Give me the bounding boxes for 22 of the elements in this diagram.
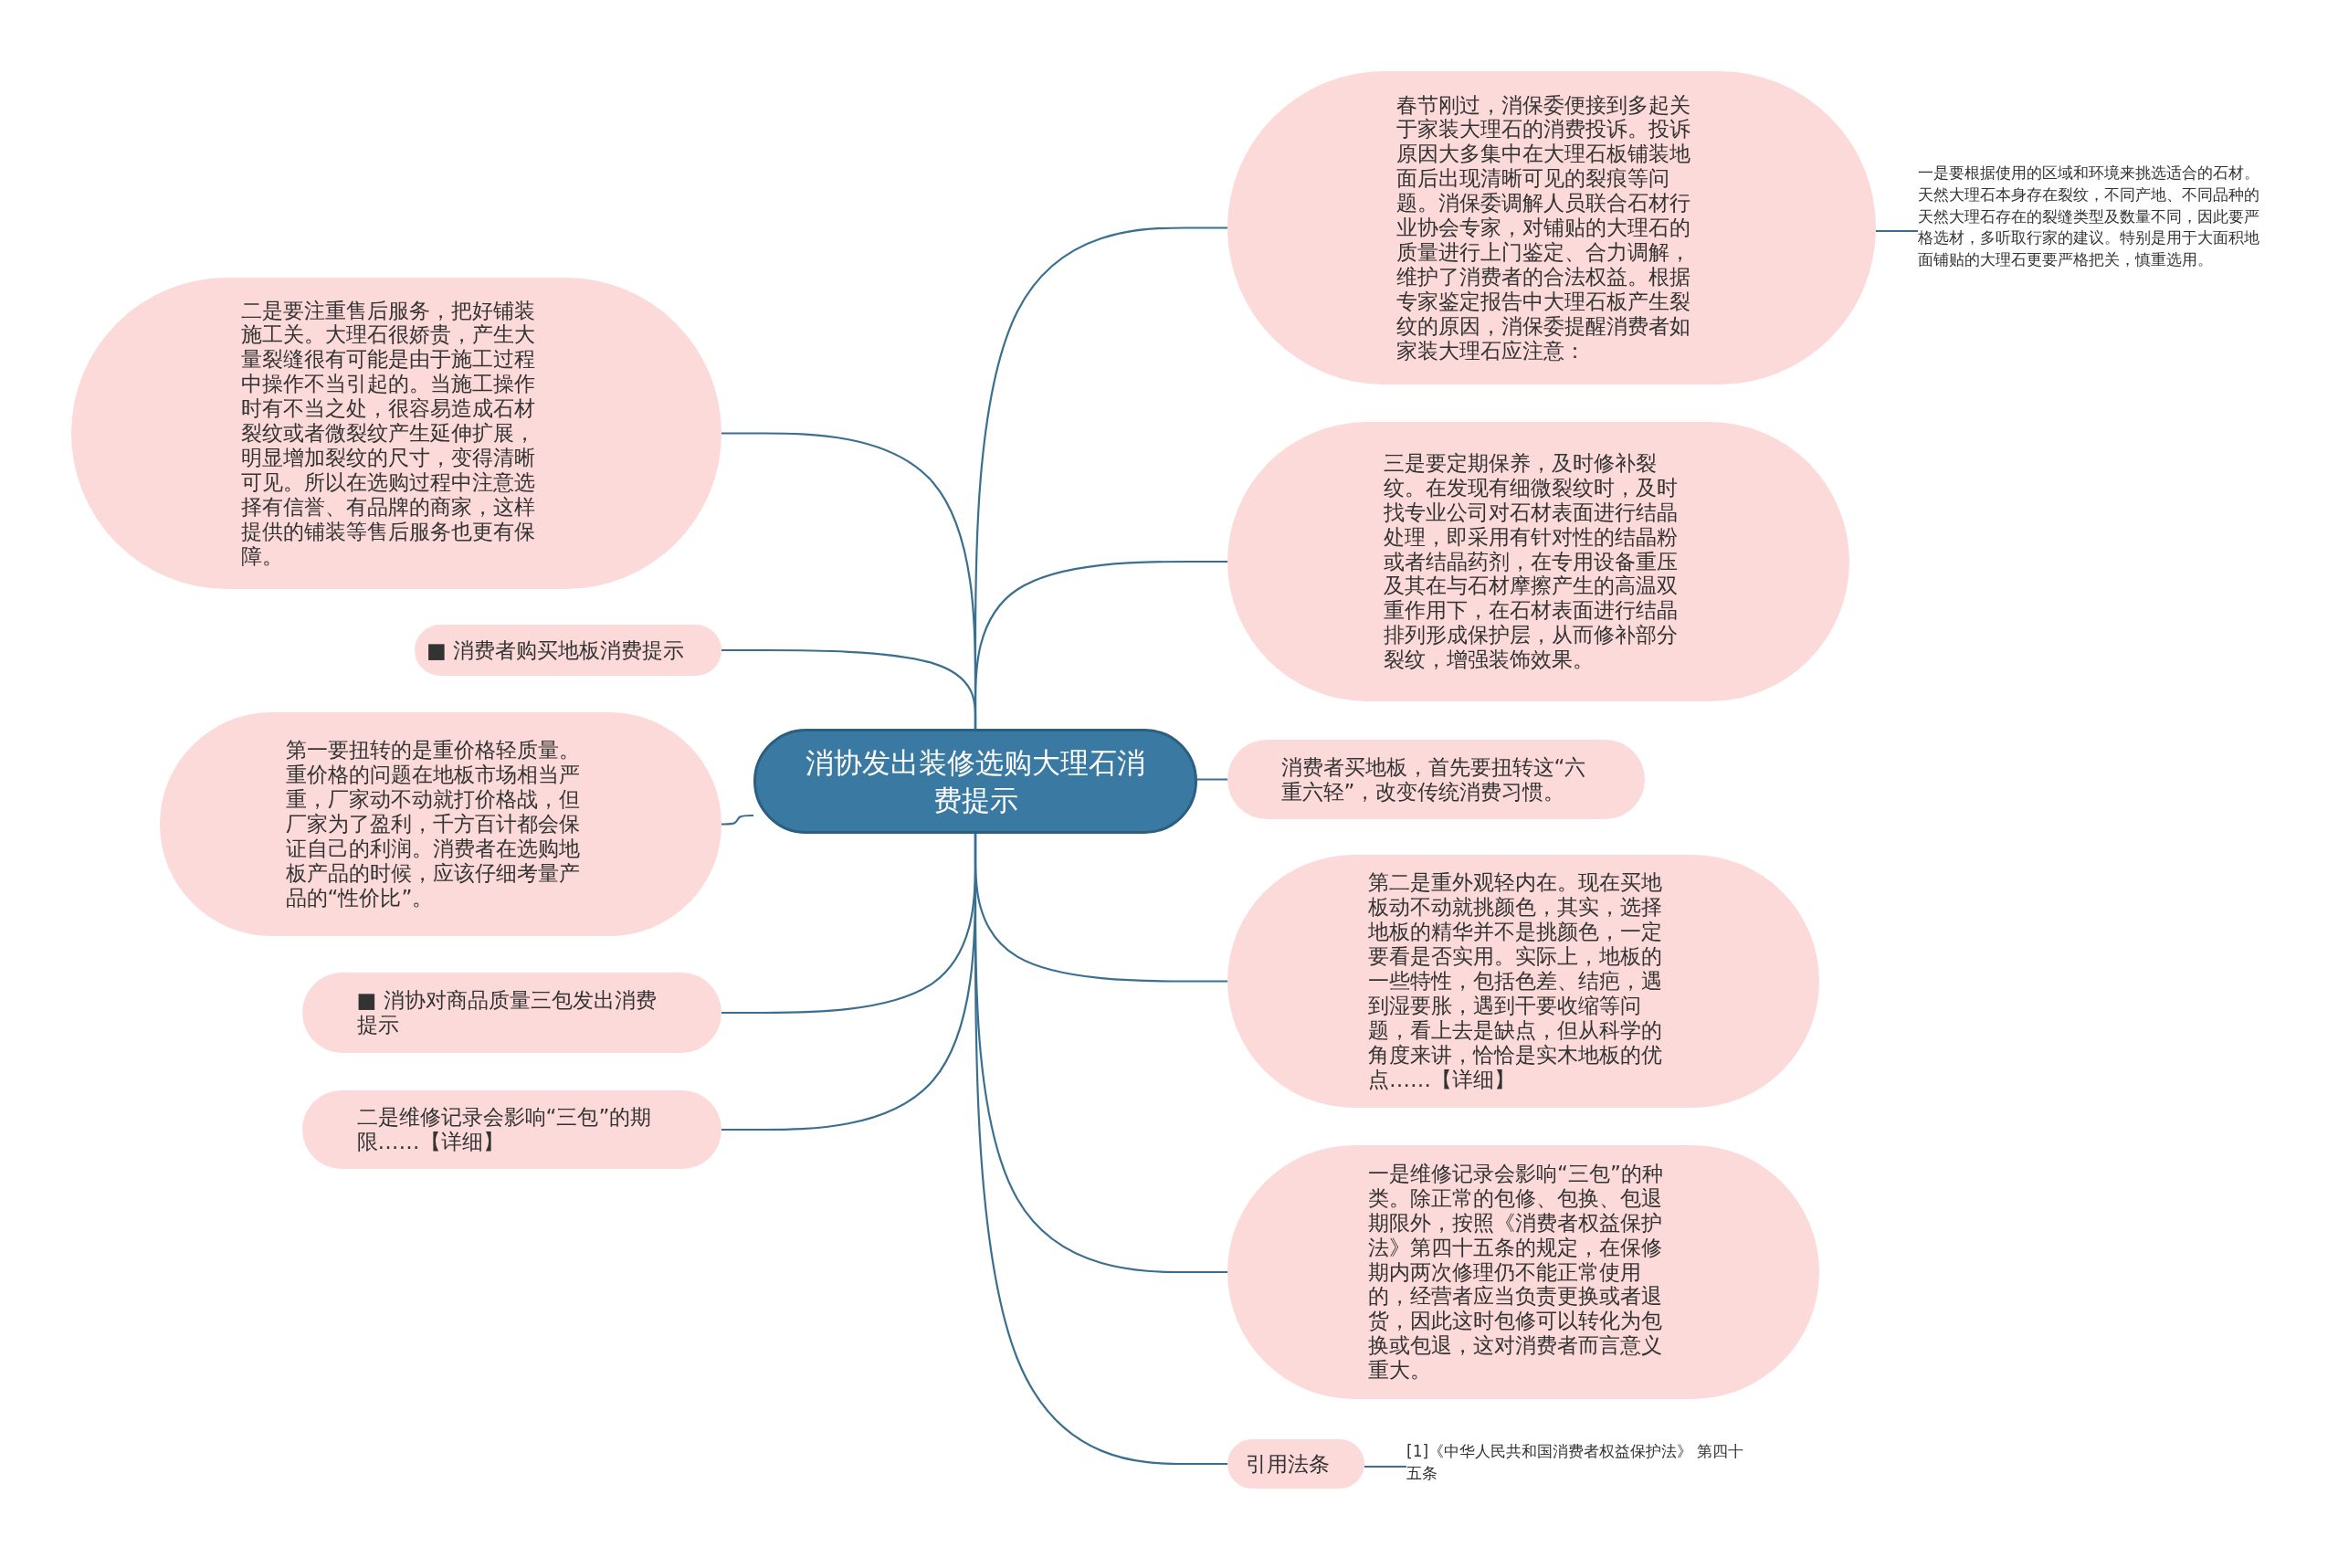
node-text: 第二是重外观轻内在。现在买地板动不动就挑颜色，其实，选择地板的精华并不是挑颜色，一定要看是否实用。实际上，地板的一些特性，包括色差、结疤，遇到湿要胀，遇到干要收缩等问题，看上去是缺点，但从科学的角度来讲，恰恰是实木地板的优点……【详细】 <box>1368 870 1663 1092</box>
node-text: 三是要定期保养，及时修补裂纹。在发现有细微裂纹时，及时找专业公司对石材表面进行结晶处理，即采用有针对性的结晶粉或者结晶药剂，在专用设备重压及其在与石材摩擦产生的高温双重作用下，在石材表面进行结晶排列形成保护层，从而修补部分裂纹，增强装饰效果。 <box>1383 450 1679 673</box>
connector-line <box>1197 778 1227 781</box>
node-text: 一是维修记录会影响“三包”的种类。除正常的包修、包换、包退期限外，按照《消费者权益保护法》第四十五条的规定，在保修期内两次修理仍不能正常使用的，经营者应当负责更换或者退货，因此这时包修可以转化为包换或包退，这对消费者而言意义重大。 <box>1368 1161 1664 1384</box>
node-text: 第一要扭转的是重价格轻质量。重价格的问题在地板市场相当严重，厂家动不动就打价格战，但厂家为了盈利，千方百计都会保证自己的利润。消费者在选购地板产品的时候，应该仔细考量产品的“性价比”。 <box>285 738 581 910</box>
node-text: 消费者买地板，首先要扭转这“六重六轻”，改变传统消费习惯。 <box>1280 754 1587 805</box>
note-text: [1]《中华人民共和国消费者权益保护法》 第四十五条 <box>1406 1441 1754 1492</box>
connector-line <box>721 814 753 826</box>
node-text: 二是要注重售后服务，把好铺装施工关。大理石很娇贵，产生大量裂缝很有可能是由于施工过程中操作不当引起的。当施工操作时有不当之处，很容易造成石材裂纹或者微裂纹产生延伸扩展，明显增加裂纹的尺寸，变得清晰可见。所以在选购过程中注意选择有信誉、有品牌的商家，这样提供的铺装等售后服务也更有保障。 <box>241 298 536 569</box>
connector-line <box>721 648 977 729</box>
connector-line <box>721 834 977 1131</box>
topic-pill <box>415 625 721 676</box>
node-text: 引用法条 <box>1246 1451 1331 1477</box>
note-text: 一是要根据使用的区域和环境来挑选适合的石材。天然大理石本身存在裂纹，不同产地、不同品种的天然大理石存在的裂缝类型及数量不同，因此要严格选材，多听取行家的建议。特别是用于大面积地面铺贴的大理石更要严格把关，慎重选用。 <box>1918 163 2261 300</box>
connector-line <box>1876 229 1918 233</box>
node-text: 春节刚过，消保委便接到多起关于家装大理石的消费投诉。投诉原因大多集中在大理石板铺装地面后出现清晰可见的裂痕等问题。消保委调解人员联合石材行业协会专家，对铺贴的大理石的质量进行上门鉴定、合力调解，维护了消费者的合法权益。根据专家鉴定报告中大理石板产生裂纹的原因，消保委提醒消费者如家装大理石应注意： <box>1396 92 1691 363</box>
node-text: ■ 消协对商品质量三包发出消费提示 <box>356 988 658 1037</box>
node-text: 二是维修记录会影响“三包”的期限……【详细】 <box>356 1105 653 1154</box>
node-text: ■ 消费者购买地板消费提示 <box>427 637 686 663</box>
connector-line <box>1364 1465 1406 1468</box>
topic-pill <box>1227 1439 1364 1489</box>
node-text: 消协发出装修选购大理石消费提示 <box>805 745 1146 818</box>
